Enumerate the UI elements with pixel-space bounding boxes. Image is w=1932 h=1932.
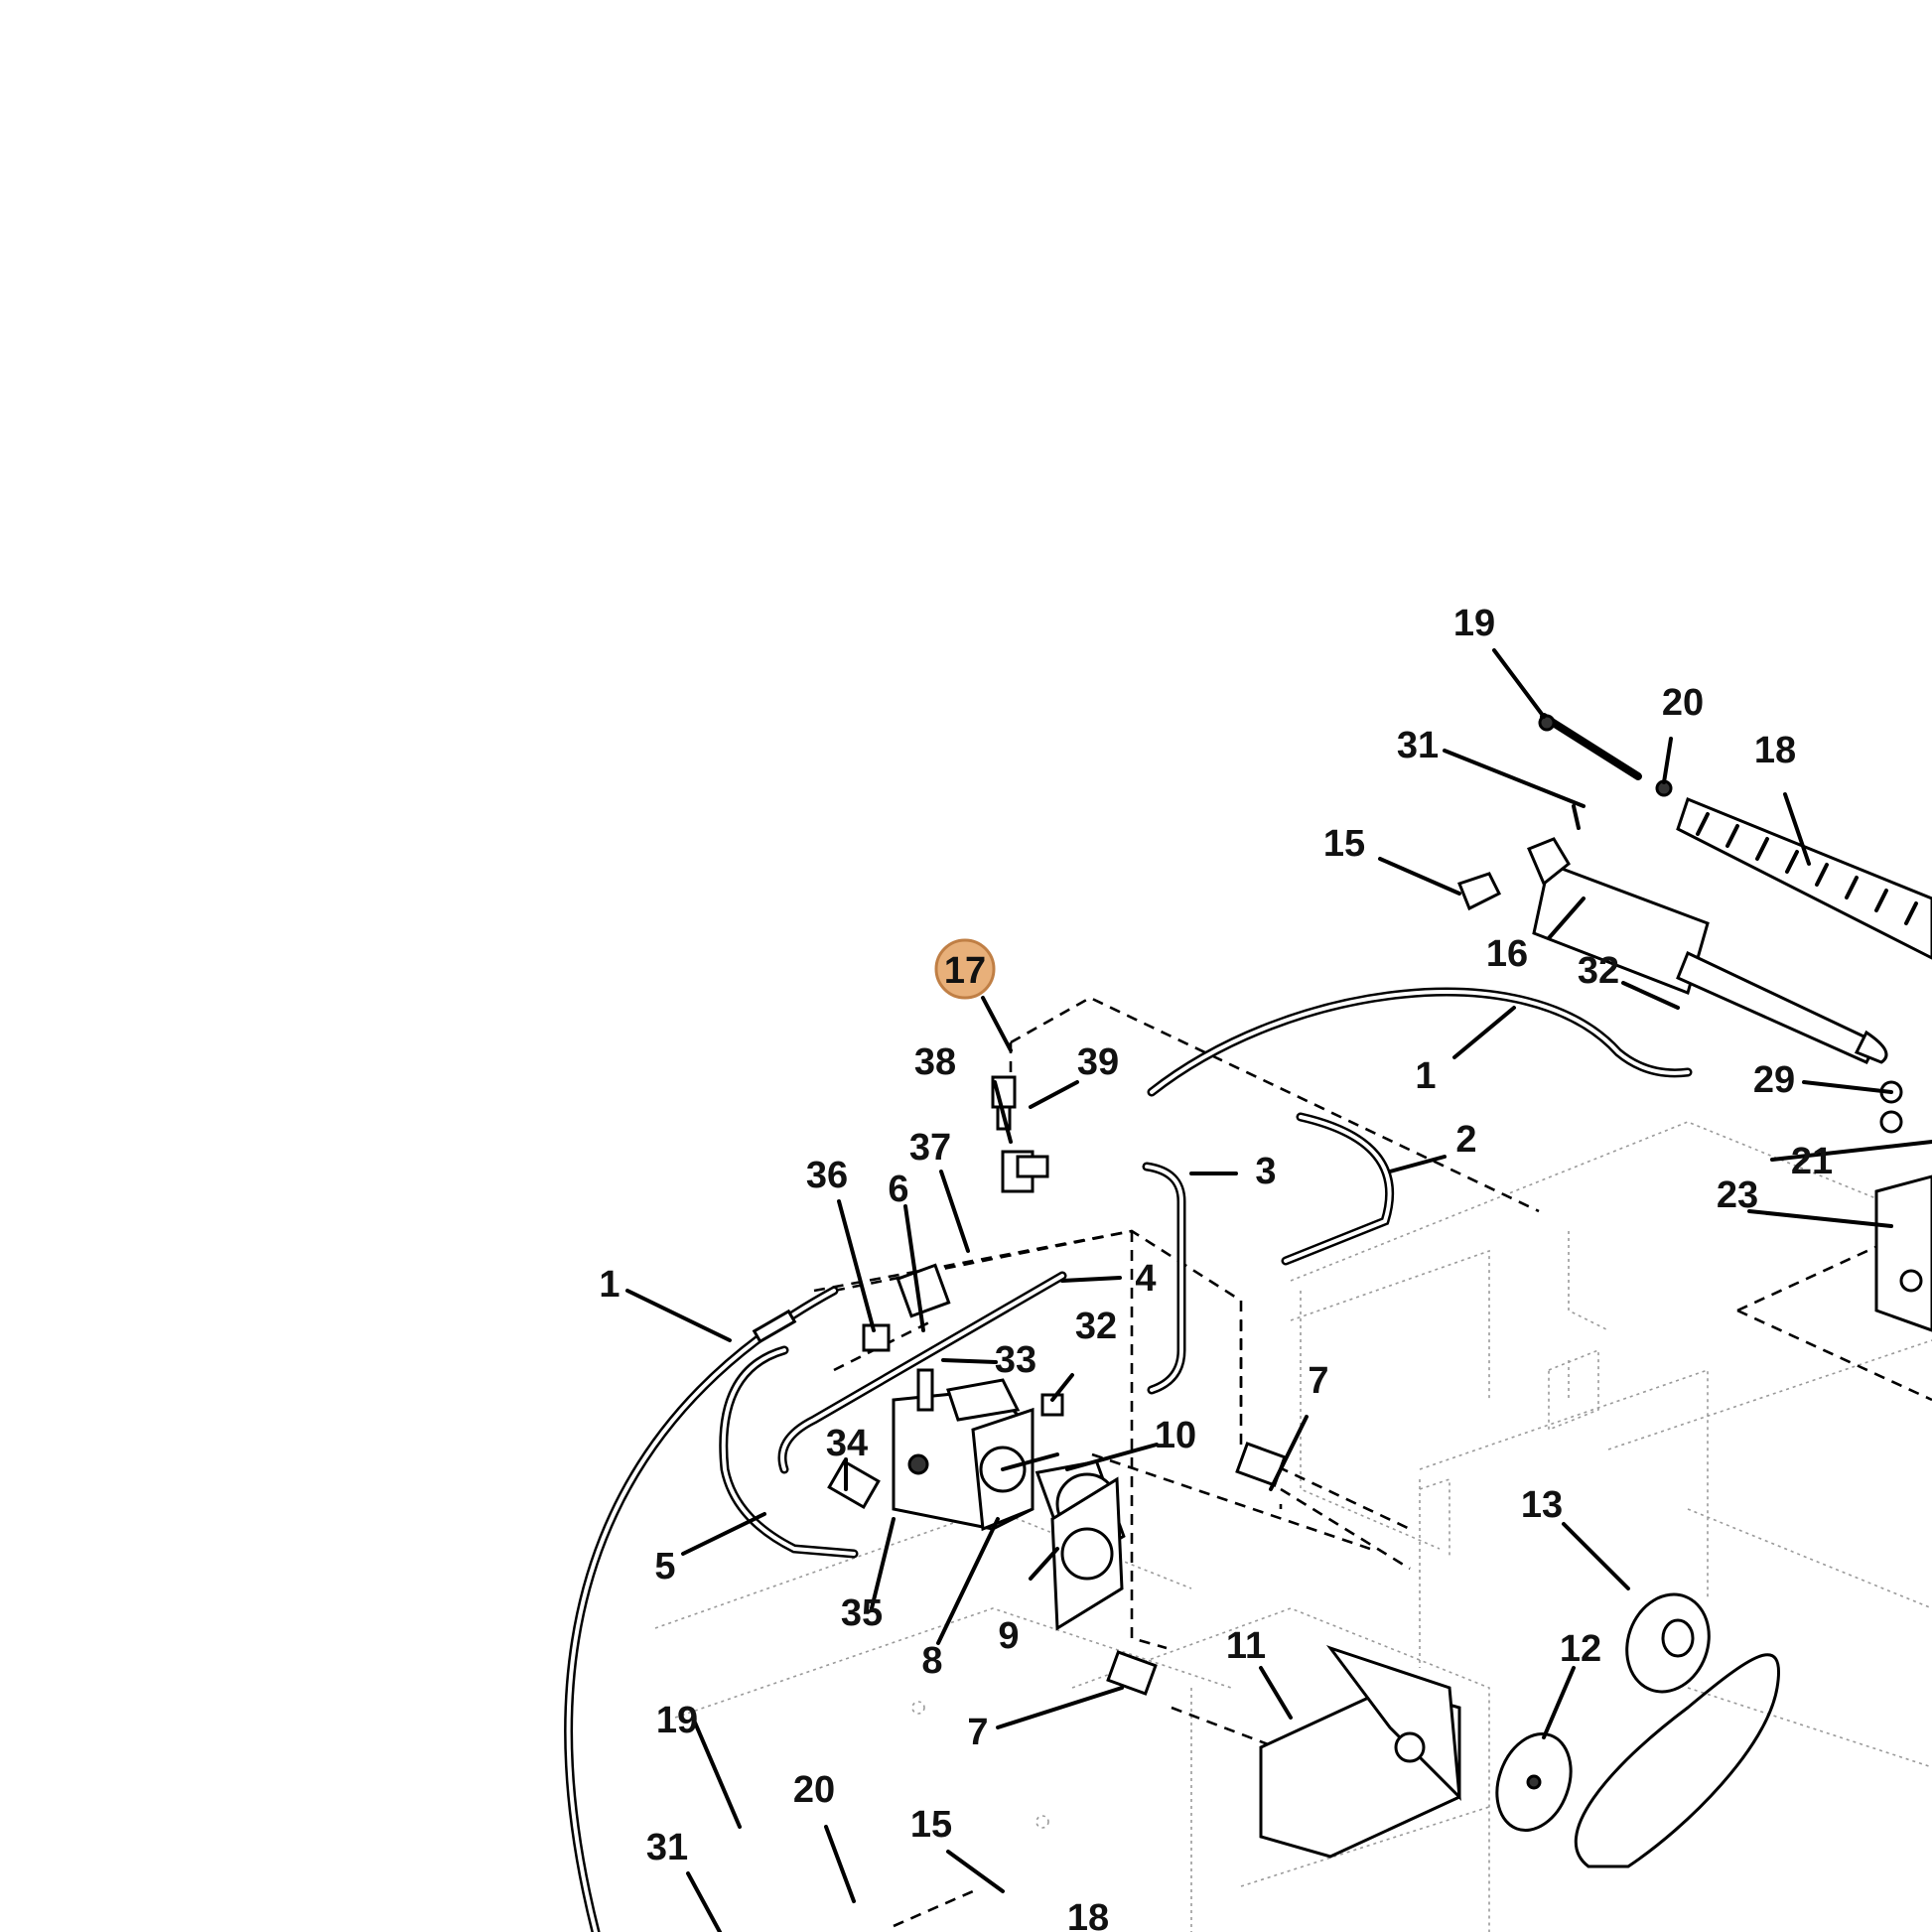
callout-33[interactable]: 33: [995, 1339, 1036, 1381]
callout-1[interactable]: 1: [599, 1264, 620, 1306]
callout-5[interactable]: 5: [654, 1546, 675, 1587]
callout-20[interactable]: 20: [1662, 682, 1704, 724]
callout-31[interactable]: 31: [646, 1827, 688, 1868]
callout-19[interactable]: 19: [1453, 603, 1495, 644]
pin-29: [1879, 1080, 1903, 1134]
callout-1[interactable]: 1: [1415, 1055, 1436, 1097]
machine-frame-ghost: [654, 1121, 1932, 1932]
callout-31[interactable]: 31: [1397, 725, 1439, 766]
callout-32[interactable]: 32: [1578, 950, 1619, 992]
belt: [1575, 1653, 1780, 1868]
cylinder-assembly: [1457, 837, 1888, 1064]
callout-12[interactable]: 12: [1560, 1628, 1601, 1670]
callout-3[interactable]: 3: [1255, 1151, 1276, 1192]
callout-4[interactable]: 4: [1135, 1258, 1156, 1300]
callout-37[interactable]: 37: [909, 1127, 951, 1169]
hydraulic-hoses: [564, 987, 1693, 1932]
callout-7[interactable]: 7: [1308, 1360, 1328, 1402]
callout-34[interactable]: 34: [826, 1423, 868, 1464]
callout-18[interactable]: 18: [1067, 1897, 1109, 1932]
leader-lines: [625, 648, 1932, 1932]
callout-6[interactable]: 6: [888, 1169, 908, 1210]
callout-labels[interactable]: 19 20 18 31 15 16 32 17 1 38 39 29 21 2 …: [599, 603, 1833, 1932]
callout-10[interactable]: 10: [1155, 1415, 1196, 1456]
callout-19[interactable]: 19: [656, 1700, 698, 1741]
spring: [1676, 797, 1932, 960]
fittings: [752, 1075, 1287, 1696]
callout-15[interactable]: 15: [910, 1804, 952, 1846]
callout-7[interactable]: 7: [967, 1712, 988, 1753]
callout-23[interactable]: 23: [1717, 1174, 1758, 1216]
callout-2[interactable]: 2: [1455, 1119, 1476, 1161]
bracket: [1259, 1645, 1461, 1859]
spring-rod: [1538, 713, 1673, 797]
callout-32[interactable]: 32: [1075, 1306, 1117, 1347]
callout-15[interactable]: 15: [1323, 823, 1365, 865]
callout-11[interactable]: 11: [1226, 1625, 1266, 1667]
callout-8[interactable]: 8: [921, 1640, 942, 1682]
callout-39[interactable]: 39: [1077, 1041, 1119, 1083]
callout-18[interactable]: 18: [1754, 730, 1796, 771]
callout-38[interactable]: 38: [914, 1041, 956, 1083]
callout-13[interactable]: 13: [1521, 1484, 1563, 1526]
gasket: [1050, 1476, 1124, 1631]
callout-29[interactable]: 29: [1753, 1059, 1795, 1101]
callout-9[interactable]: 9: [998, 1615, 1019, 1657]
callout-17[interactable]: 17: [944, 950, 986, 992]
plate-23: [1874, 1174, 1932, 1332]
callout-16[interactable]: 16: [1486, 933, 1528, 975]
pulleys: [1495, 1592, 1711, 1832]
callout-21[interactable]: 21: [1791, 1141, 1833, 1182]
callout-20[interactable]: 20: [793, 1769, 835, 1811]
callout-17-highlight: [934, 938, 996, 1000]
callout-35[interactable]: 35: [841, 1592, 883, 1634]
callout-36[interactable]: 36: [806, 1155, 848, 1196]
